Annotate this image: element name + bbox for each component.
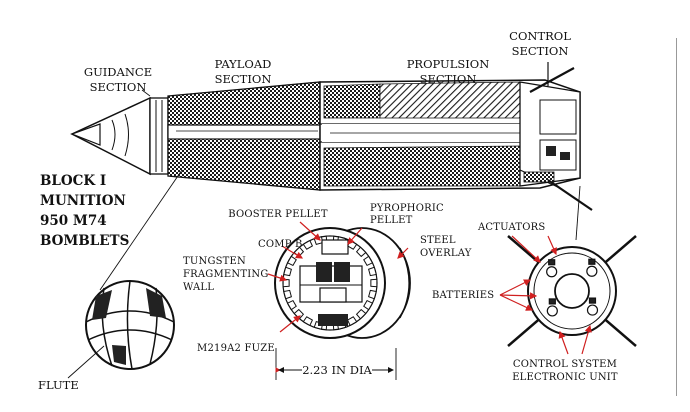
label-steel-overlay: STEEL OVERLAY — [420, 235, 472, 259]
fragment-tooth — [283, 266, 292, 277]
actuator — [546, 305, 558, 317]
svg-text:BLOCK I: BLOCK I — [40, 173, 106, 189]
label-control: CONTROL SECTION — [509, 29, 571, 58]
label-payload: PAYLOAD SECTION — [215, 57, 272, 86]
svg-text:CONTROL SYSTEM: CONTROL SYSTEM — [513, 359, 617, 370]
svg-text:WALL: WALL — [183, 282, 214, 293]
missile-body — [70, 67, 593, 211]
svg-text:PAYLOAD: PAYLOAD — [215, 57, 272, 71]
svg-text:FRAGMENTING: FRAGMENTING — [183, 269, 269, 280]
battery — [548, 298, 556, 305]
svg-text:950 M74: 950 M74 — [40, 213, 107, 229]
label-batteries: BATTERIES — [432, 290, 494, 301]
fragment-tooth — [282, 278, 290, 288]
battery — [548, 259, 556, 266]
label-guidance: GUIDANCE SECTION — [84, 65, 152, 94]
svg-text:MUNITION: MUNITION — [40, 193, 126, 209]
svg-text:SECTION: SECTION — [420, 72, 477, 86]
fragment-tooth — [368, 289, 377, 300]
bomblet — [85, 280, 175, 370]
svg-text:ELECTRONIC UNIT: ELECTRONIC UNIT — [512, 372, 618, 383]
fragment-tooth — [355, 308, 367, 320]
label-diameter: 2.23 IN DIA — [302, 363, 372, 377]
cross-section-arrows — [267, 221, 409, 333]
label-booster-pellet: BOOSTER PELLET — [228, 209, 328, 220]
actuator — [546, 266, 558, 278]
label-flute: FLUTE — [38, 378, 79, 392]
battery — [588, 297, 597, 304]
fragment-tooth — [286, 299, 297, 311]
dimension-line — [275, 348, 397, 380]
label-tungsten-wall: TUNGSTEN FRAGMENTING WALL — [183, 256, 269, 293]
control-arrows — [499, 235, 592, 355]
svg-text:CONTROL: CONTROL — [509, 29, 571, 43]
label-propulsion: PROPULSION SECTION — [407, 57, 490, 86]
svg-text:SECTION: SECTION — [90, 80, 147, 94]
fragment-tooth — [368, 266, 377, 277]
guidance-section — [149, 97, 169, 175]
fragment-tooth — [355, 246, 367, 258]
svg-text:TUNGSTEN: TUNGSTEN — [183, 256, 246, 267]
battery — [588, 258, 596, 265]
fragment-tooth — [363, 299, 374, 311]
fragment-tooth — [283, 289, 292, 300]
svg-text:PROPULSION: PROPULSION — [407, 57, 490, 71]
label-actuators: ACTUATORS — [477, 222, 545, 233]
svg-text:STEEL: STEEL — [420, 235, 456, 246]
fragment-tooth — [302, 239, 314, 250]
fragment-tooth — [346, 316, 358, 327]
label-block-munition: BLOCK I MUNITION 950 M74 BOMBLETS — [40, 173, 129, 249]
svg-text:GUIDANCE: GUIDANCE — [84, 65, 152, 79]
fragment-tooth — [363, 255, 374, 267]
svg-text:PYROPHORIC: PYROPHORIC — [370, 203, 444, 214]
fragment-tooth — [370, 278, 378, 288]
label-fuze: M219A2 FUZE — [197, 343, 275, 354]
label-cseu: CONTROL SYSTEM ELECTRONIC UNIT — [512, 359, 618, 383]
actuator — [586, 304, 599, 316]
label-pyrophoric: PYROPHORIC PELLET — [370, 203, 444, 226]
fragment-tooth — [302, 316, 314, 327]
fin-bottom — [547, 179, 593, 211]
svg-text:SECTION: SECTION — [512, 44, 569, 58]
svg-text:BOMBLETS: BOMBLETS — [40, 233, 129, 249]
right-frame-line — [676, 38, 677, 396]
fragment-tooth — [286, 255, 297, 267]
control-end-view — [507, 235, 637, 347]
svg-text:PELLET: PELLET — [370, 215, 413, 226]
actuator — [586, 265, 598, 277]
svg-text:OVERLAY: OVERLAY — [420, 248, 472, 259]
svg-text:SECTION: SECTION — [215, 72, 272, 86]
label-comp-b: COMP B — [258, 239, 303, 250]
fin-top — [529, 67, 575, 93]
